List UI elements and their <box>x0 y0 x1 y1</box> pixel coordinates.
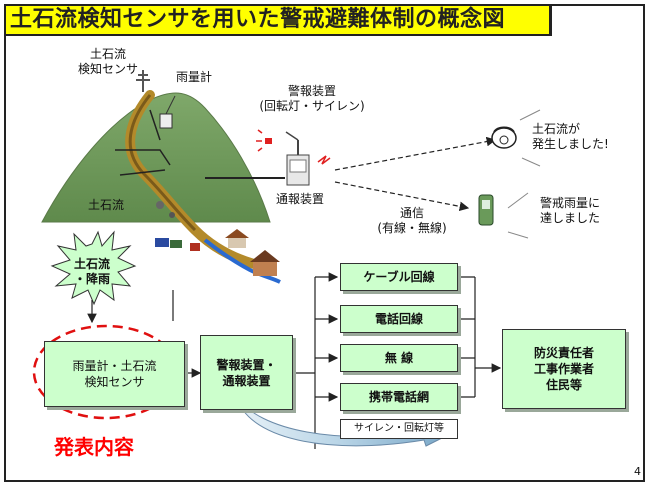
telephone-icon <box>491 126 517 149</box>
trigger-label: 土石流 ・降雨 <box>62 257 122 287</box>
channel-telephone-box: 電話回線 <box>340 305 458 333</box>
sensor-box-line1: 雨量計・土石流 <box>72 359 157 373</box>
page-number: 4 <box>634 465 641 478</box>
transmitter-label: 通報装置 <box>276 192 325 206</box>
rain-gauge-label: 雨量計 <box>176 70 213 84</box>
channel-mobile-box: 携帯電話網 <box>340 383 458 411</box>
comm-label-line1: 通信 <box>399 206 424 220</box>
channel-radio-box: 無 線 <box>340 344 458 372</box>
sensor-box-line2: 検知センサ <box>84 375 145 389</box>
recipients-line2: 工事作業者 <box>533 362 594 376</box>
trigger-line2: ・降雨 <box>73 272 110 286</box>
tree-icon <box>136 70 150 92</box>
communication-label: 通信 (有線・無線) <box>364 206 460 236</box>
mountain-shape <box>41 92 271 223</box>
river <box>203 238 281 284</box>
message-2-line2: 達しました <box>540 211 601 225</box>
comm-label-line2: (有線・無線) <box>377 221 447 235</box>
alarm-label-line1: 警報装置 <box>287 84 336 98</box>
house-icons <box>155 229 280 276</box>
signal-icon <box>317 155 331 165</box>
trigger-starburst <box>50 230 137 306</box>
siren-light-icon <box>256 129 272 152</box>
trigger-line1: 土石流 <box>73 257 110 271</box>
sensor-label-line1: 土石流 <box>89 47 126 61</box>
announcement-label: 発表内容 <box>54 435 134 459</box>
alarm-box-line2: 通報装置 <box>222 373 271 388</box>
sensor-label-line2: 検知センサ <box>78 62 139 76</box>
recipients-box: 防災責任者 工事作業者 住民等 <box>502 329 626 409</box>
debris-flow-message: 土石流が 発生しました! <box>532 122 609 152</box>
rainfall-warning-message: 警戒雨量に 達しました <box>540 196 600 226</box>
recipients-line1: 防災責任者 <box>533 346 594 360</box>
message-2-line1: 警戒雨量に <box>540 196 601 210</box>
debris-flow-label: 土石流 <box>88 198 125 212</box>
message-1-line1: 土石流が <box>532 122 581 136</box>
alarm-device-label: 警報装置 (回転灯・サイレン) <box>252 84 372 114</box>
alarm-box-line1: 警報装置・ <box>216 357 277 372</box>
message-1-line2: 発生しました! <box>532 137 609 151</box>
slide-title: 土石流検知センサを用いた警戒避難体制の概念図 <box>4 4 552 36</box>
channel-cable-box: ケーブル回線 <box>340 263 458 291</box>
sensor-label: 土石流 検知センサ <box>78 47 138 77</box>
mobile-phone-icon <box>478 194 494 226</box>
siren-arrow <box>235 395 447 447</box>
alarm-label-line2: (回転灯・サイレン) <box>259 99 365 113</box>
siren-label-box: サイレン・回転灯等 <box>340 419 458 439</box>
alarm-transmitter-box: 警報装置・ 通報装置 <box>200 335 293 410</box>
sensor-box: 雨量計・土石流 検知センサ <box>44 341 185 407</box>
transmitter-device-icon <box>285 131 310 186</box>
recipients-line3: 住民等 <box>545 378 582 392</box>
